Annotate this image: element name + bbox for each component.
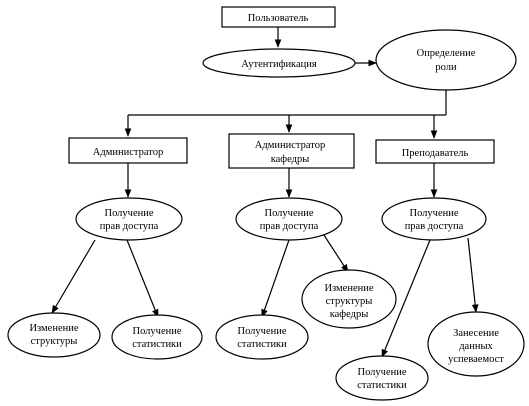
edge-access1-to-stats1 xyxy=(126,239,159,318)
node-access-dept-admin-label-2: прав доступа xyxy=(260,221,319,232)
node-struct-change-label-2: структуры xyxy=(31,336,78,347)
node-grades-entry: Занесение данных успеваемост xyxy=(427,311,525,377)
edge-access2-to-dept-struct xyxy=(321,231,349,273)
node-user-label: Пользователь xyxy=(248,13,309,24)
node-dept-struct-change-label-2: структуры xyxy=(326,296,373,307)
node-dept-struct-change-label-1: Изменение xyxy=(324,283,373,294)
node-stats-admin-label-2: статистики xyxy=(132,339,182,350)
node-stats-teacher-label-2: статистики xyxy=(357,380,407,391)
node-admin-label: Администратор xyxy=(93,147,163,158)
node-stats-dept-admin-label-2: статистики xyxy=(237,339,287,350)
node-access-admin-label-2: прав доступа xyxy=(100,221,159,232)
node-grades-entry-label-2: данных xyxy=(459,341,493,352)
node-role-label-2: роли xyxy=(435,62,457,73)
node-dept-admin: Администратор кафедры xyxy=(228,133,355,169)
node-stats-dept-admin-label-1: Получение xyxy=(237,326,286,337)
node-access-dept-admin: Получение прав доступа xyxy=(235,197,343,241)
node-dept-admin-label-2: кафедры xyxy=(271,154,310,165)
node-access-teacher: Получение прав доступа xyxy=(381,197,487,241)
node-struct-change: Изменение структуры xyxy=(7,312,101,358)
node-access-teacher-label-2: прав доступа xyxy=(405,221,464,232)
node-stats-admin-label-1: Получение xyxy=(132,326,181,337)
node-stats-teacher: Получение статистики xyxy=(335,355,429,401)
node-stats-teacher-label-1: Получение xyxy=(357,367,406,378)
node-stats-dept-admin: Получение статистики xyxy=(215,314,309,360)
node-struct-change-label-1: Изменение xyxy=(29,323,78,334)
node-admin: Администратор xyxy=(68,137,188,164)
node-dept-struct-change: Изменение структуры кафедры xyxy=(301,269,397,329)
edge-access3-to-grades xyxy=(467,237,479,313)
edge-access2-to-stats2 xyxy=(261,239,290,318)
node-dept-struct-change-label-3: кафедры xyxy=(330,309,369,320)
node-role-label-1: Определение xyxy=(417,48,476,59)
node-access-admin-label-1: Получение xyxy=(104,208,153,219)
diagram-edges xyxy=(51,27,479,358)
node-teacher: Преподаватель xyxy=(375,139,495,164)
node-auth: Аутентификация xyxy=(202,48,356,78)
node-auth-label: Аутентификация xyxy=(241,59,317,70)
edge-access1-to-struct-change xyxy=(51,239,96,314)
node-user: Пользователь xyxy=(221,6,336,28)
node-stats-admin: Получение статистики xyxy=(111,314,203,360)
edge-access3-to-stats3 xyxy=(381,239,431,358)
node-grades-entry-label-3: успеваемост xyxy=(448,354,504,365)
node-grades-entry-label-1: Занесение xyxy=(453,328,499,339)
node-access-dept-admin-label-1: Получение xyxy=(264,208,313,219)
node-access-teacher-label-1: Получение xyxy=(409,208,458,219)
node-access-admin: Получение прав доступа xyxy=(75,197,183,241)
node-dept-admin-label-1: Администратор xyxy=(255,140,325,151)
node-teacher-label: Преподаватель xyxy=(402,148,469,159)
node-role: Определение роли xyxy=(375,29,517,91)
